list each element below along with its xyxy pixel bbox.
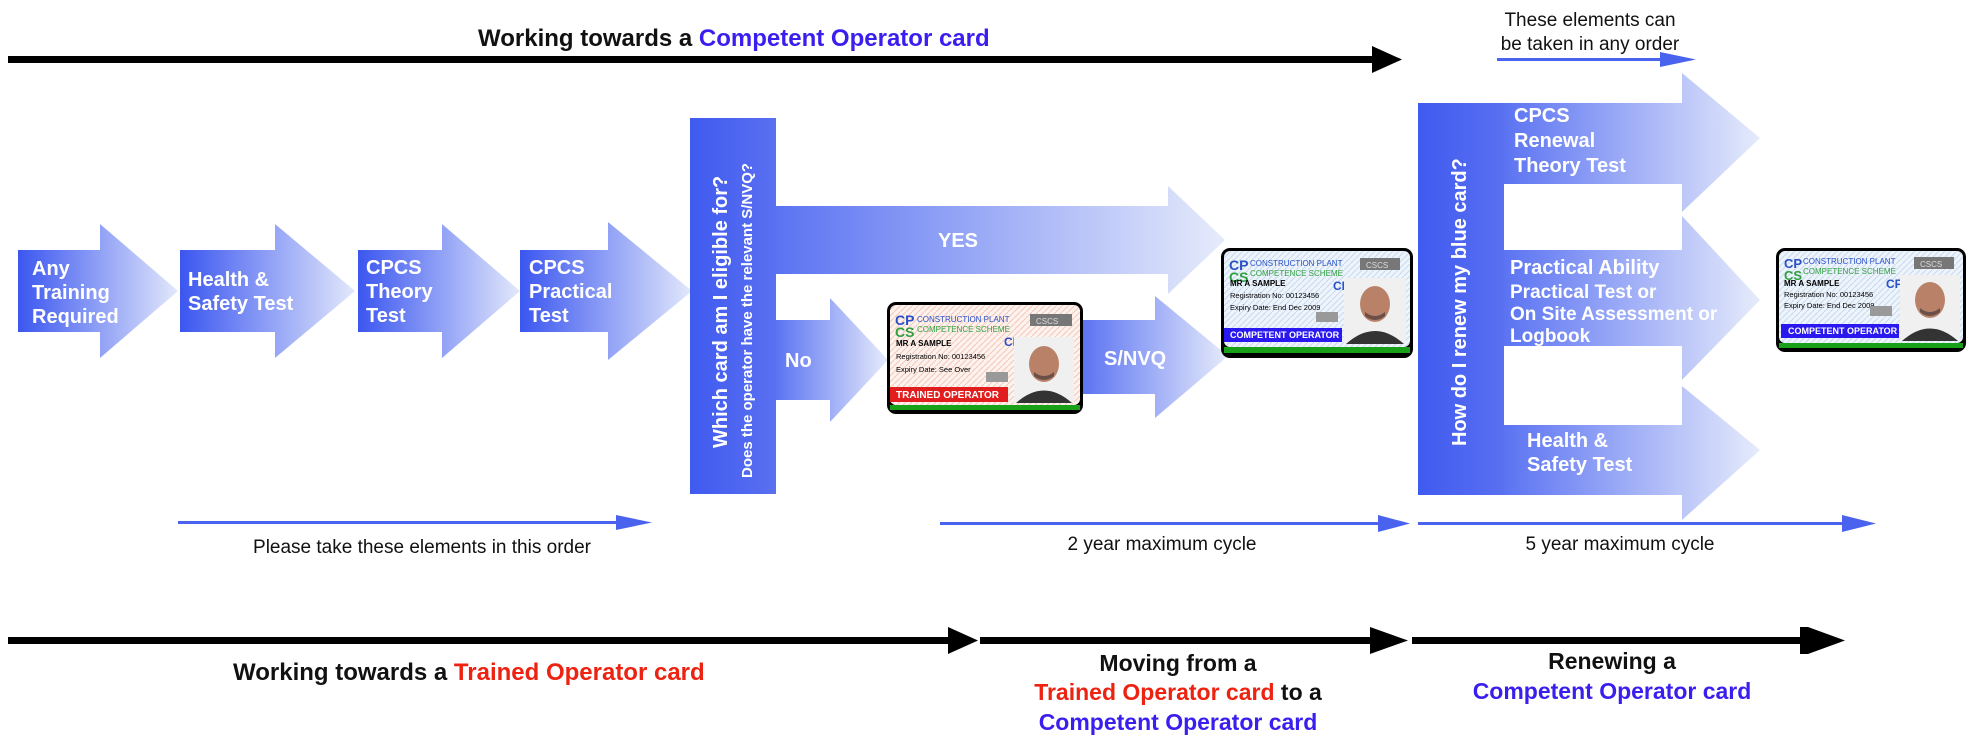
svg-text:CP: CP [1229,257,1248,273]
svg-text:Practical Ability: Practical Ability [1510,257,1660,279]
two-year-cycle-label: 2 year maximum cycle [1068,534,1257,555]
order-cycle-arrow [178,515,652,530]
svg-text:COMPETENT OPERATOR: COMPETENT OPERATOR [1788,326,1898,336]
svg-text:COMPETENCE SCHEME: COMPETENCE SCHEME [1250,269,1343,278]
svg-text:MR A SAMPLE: MR A SAMPLE [1784,279,1840,288]
svg-text:Competent Operator card: Competent Operator card [1473,678,1752,704]
renewal-arrow-health-safety: Health &Safety Test [1504,386,1760,520]
svg-text:COMPETENCE SCHEME: COMPETENCE SCHEME [1803,267,1896,276]
svg-text:CS: CS [895,324,914,340]
renew-question: How do I renew my blue card? [1449,158,1471,446]
svg-text:CONSTRUCTION PLANT: CONSTRUCTION PLANT [1250,259,1343,268]
competent-operator-card-middle: CP CS CONSTRUCTION PLANT COMPETENCE SCHE… [1221,248,1413,358]
five-year-cycle-arrow [1418,515,1876,532]
svg-text:Renewing a: Renewing a [1548,648,1676,674]
svg-text:CP: CP [1886,277,1903,291]
svg-text:COMPETENT OPERATOR: COMPETENT OPERATOR [1230,330,1340,340]
any-order-note-line1: These elements can [1504,10,1675,31]
svg-text:CP: CP [1784,256,1802,271]
bottom-arrow-trained [8,627,978,654]
renew-panel: How do I renew my blue card? [1418,103,1504,495]
operator-photo [1014,337,1074,403]
svg-text:Health &Safety Test: Health &Safety Test [1527,430,1633,476]
svg-text:CSCS: CSCS [1920,260,1942,269]
operator-photo [1900,275,1960,341]
svg-text:MR A SAMPLE: MR A SAMPLE [896,339,952,348]
top-banner-title: Working towards a Competent Operator car… [478,25,990,52]
bottom-arrow-renewing [1412,627,1845,654]
top-timeline-arrow [8,46,1402,73]
five-year-cycle-label: 5 year maximum cycle [1526,534,1715,555]
svg-text:Registration No: 00123456: Registration No: 00123456 [1784,290,1873,299]
svg-text:CONSTRUCTION PLANT: CONSTRUCTION PLANT [917,315,1010,324]
svg-text:No: No [785,350,812,372]
svg-text:Competent Operator card: Competent Operator card [1039,709,1318,735]
svg-text:COMPETENCE SCHEME: COMPETENCE SCHEME [917,325,1010,334]
svg-text:MR A SAMPLE: MR A SAMPLE [1230,279,1286,288]
svg-text:S/NVQ: S/NVQ [1104,348,1166,370]
svg-text:CS: CS [1229,269,1248,285]
eligibility-panel: Which card am I eligible for? Does the o… [690,118,776,494]
svg-text:CSCS: CSCS [1366,261,1388,270]
step-arrow-health-safety: Health &Safety Test [180,224,355,358]
any-order-note-line2: be taken in any order [1501,34,1680,55]
svg-text:TRAINED OPERATOR: TRAINED OPERATOR [896,390,1000,401]
competent-operator-card-right: CP CS CONSTRUCTION PLANT COMPETENCE SCHE… [1776,248,1966,352]
bottom-moving-title: Moving from a Trained Operator card to a… [1034,650,1322,735]
trained-operator-card: CP CS CONSTRUCTION PLANT COMPETENCE SCHE… [887,302,1083,414]
bottom-renewing-title: Renewing a Competent Operator card [1473,648,1752,704]
two-year-cycle-arrow [940,515,1410,532]
yes-branch-arrow: YES [776,186,1225,294]
svg-text:Health &Safety Test: Health &Safety Test [188,269,294,315]
svg-text:Registration No: 00123456: Registration No: 00123456 [896,352,985,361]
eligibility-question: Which card am I eligible for? [710,176,732,448]
eligibility-sub-question: Does the operator have the relevant S/NV… [739,163,756,478]
svg-text:CS: CS [1784,268,1802,283]
bottom-trained-title: Working towards a Trained Operator card [233,659,705,686]
svg-text:Moving from a: Moving from a [1099,650,1256,676]
svg-text:CP: CP [895,312,914,328]
svg-text:CONSTRUCTION PLANT: CONSTRUCTION PLANT [1803,257,1896,266]
order-cycle-label: Please take these elements in this order [253,537,592,558]
svg-text:Expiry Date: End Dec 2009: Expiry Date: End Dec 2009 [1230,303,1320,312]
any-order-arrow [1497,52,1696,67]
svg-text:CSCS: CSCS [1036,317,1058,326]
svg-text:Registration No: 00123456: Registration No: 00123456 [1230,291,1319,300]
operator-photo [1344,278,1406,344]
no-branch-arrow: No [776,298,888,422]
bottom-arrow-moving [980,627,1408,654]
snvq-branch-arrow: S/NVQ [1082,296,1228,418]
svg-text:Expiry Date: End Dec 2009: Expiry Date: End Dec 2009 [1784,301,1874,310]
svg-text:Trained Operator card to a: Trained Operator card to a [1034,679,1322,705]
svg-text:YES: YES [938,230,978,252]
svg-text:Expiry Date: See Over: Expiry Date: See Over [896,365,971,374]
